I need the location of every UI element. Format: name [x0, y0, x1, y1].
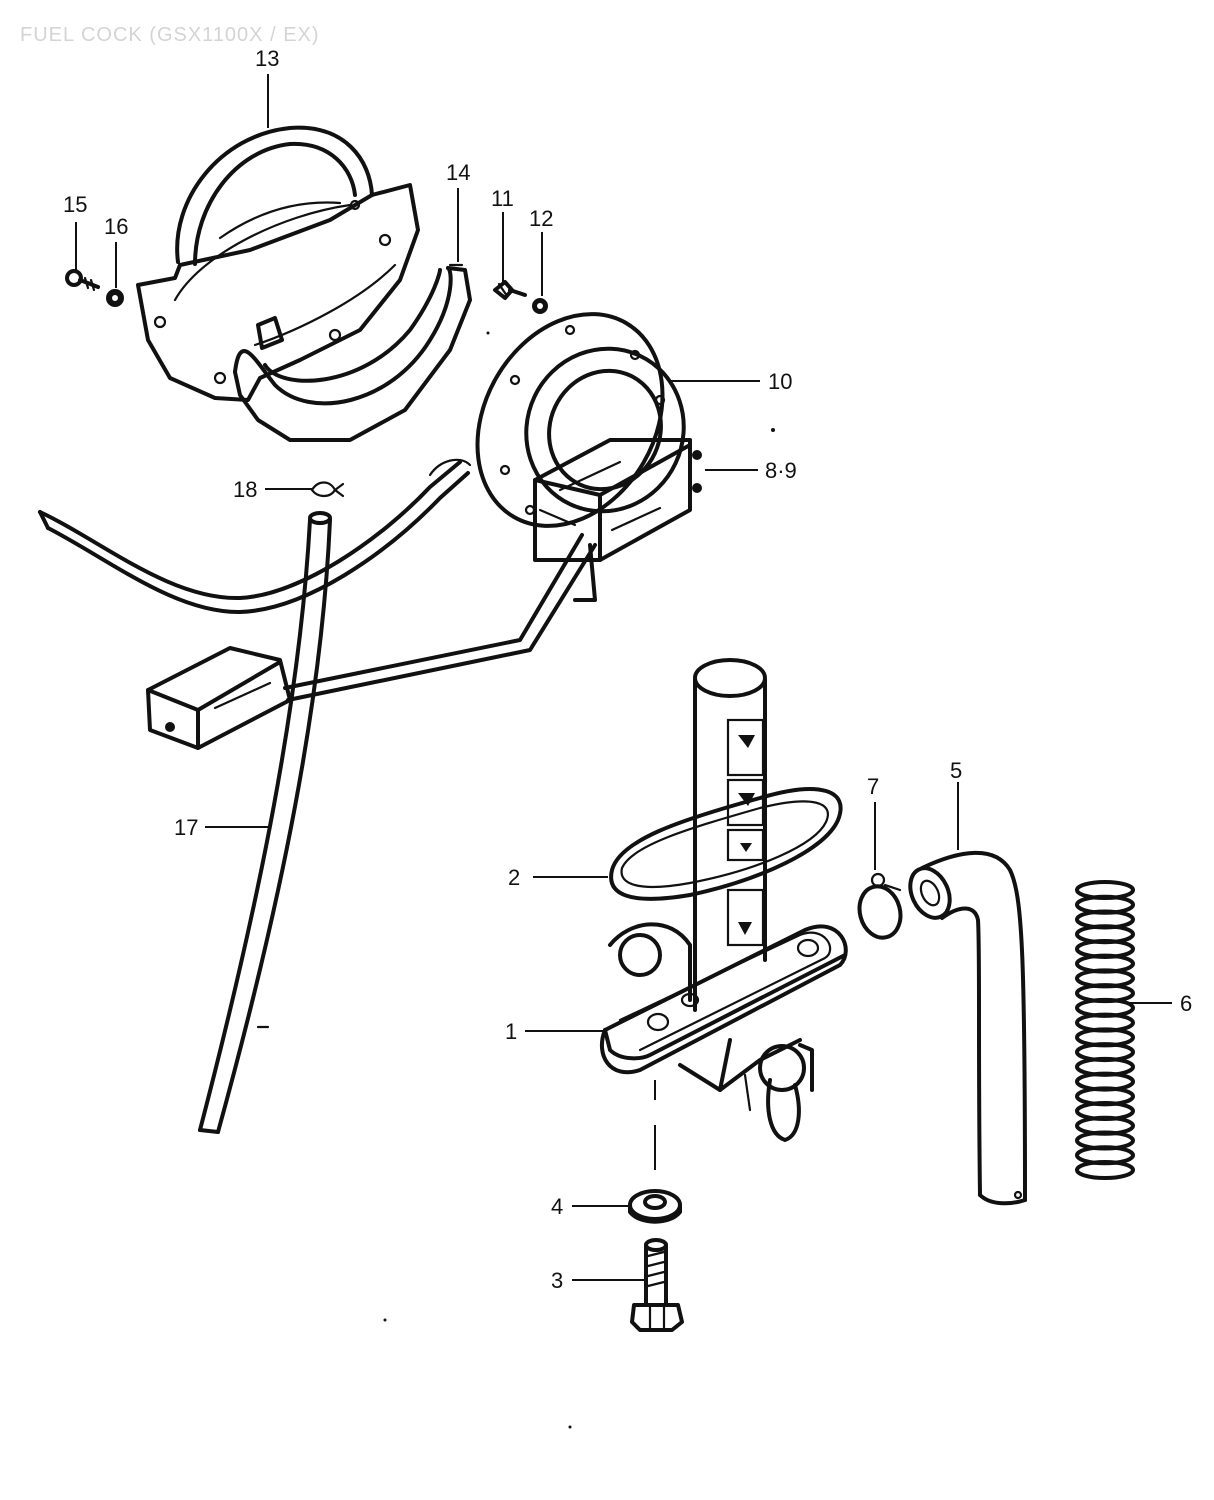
part-18-clip: [310, 481, 345, 498]
callout-7: 7: [867, 774, 879, 799]
part-5-elbow-hose: [908, 850, 1027, 1206]
callout-18: 18: [233, 477, 257, 502]
part-15-screw: [65, 269, 100, 292]
callout-6: 6: [1180, 991, 1192, 1016]
callout-1: 1: [505, 1019, 517, 1044]
callout-8-9: 8·9: [765, 458, 797, 483]
callout-labels: 13 14 15 16 11 12 10 8·9 18 17 2 1 4 3 7…: [63, 46, 1192, 1293]
callout-12: 12: [529, 206, 553, 231]
part-7-hose-clamp: [857, 872, 903, 940]
part-2-o-ring: [609, 787, 843, 901]
callout-17: 17: [174, 815, 198, 840]
leader-lines: [75, 74, 1172, 1281]
callout-15: 15: [63, 192, 87, 217]
lead-wire: [38, 458, 472, 615]
callout-3: 3: [551, 1268, 563, 1293]
spring-coil: [1075, 1160, 1135, 1180]
part-3-bolt: [630, 1238, 684, 1332]
part-12-nut: [532, 298, 548, 314]
part-13-gasket-ring: [136, 125, 420, 402]
callout-16: 16: [104, 214, 128, 239]
callout-4: 4: [551, 1194, 563, 1219]
float: [146, 646, 292, 750]
callout-14: 14: [446, 160, 470, 185]
callout-10: 10: [768, 369, 792, 394]
part-10-fuel-gauge-unit: [283, 312, 702, 702]
part-4-washer: [628, 1189, 682, 1224]
part-11-screw: [493, 280, 527, 300]
scan-specks: [256, 331, 775, 1429]
page-title: FUEL COCK (GSX1100X / EX): [20, 24, 320, 46]
part-6-spring: [1075, 880, 1135, 1180]
callout-5: 5: [950, 758, 962, 783]
part-1-fuel-cock: [599, 658, 848, 1142]
part-14-gasket-strip: [233, 263, 472, 442]
callout-13: 13: [255, 46, 279, 71]
part-16-nut: [106, 289, 124, 307]
part-17-hose: [198, 511, 332, 1134]
callout-2: 2: [508, 865, 520, 890]
callout-11: 11: [491, 186, 514, 211]
